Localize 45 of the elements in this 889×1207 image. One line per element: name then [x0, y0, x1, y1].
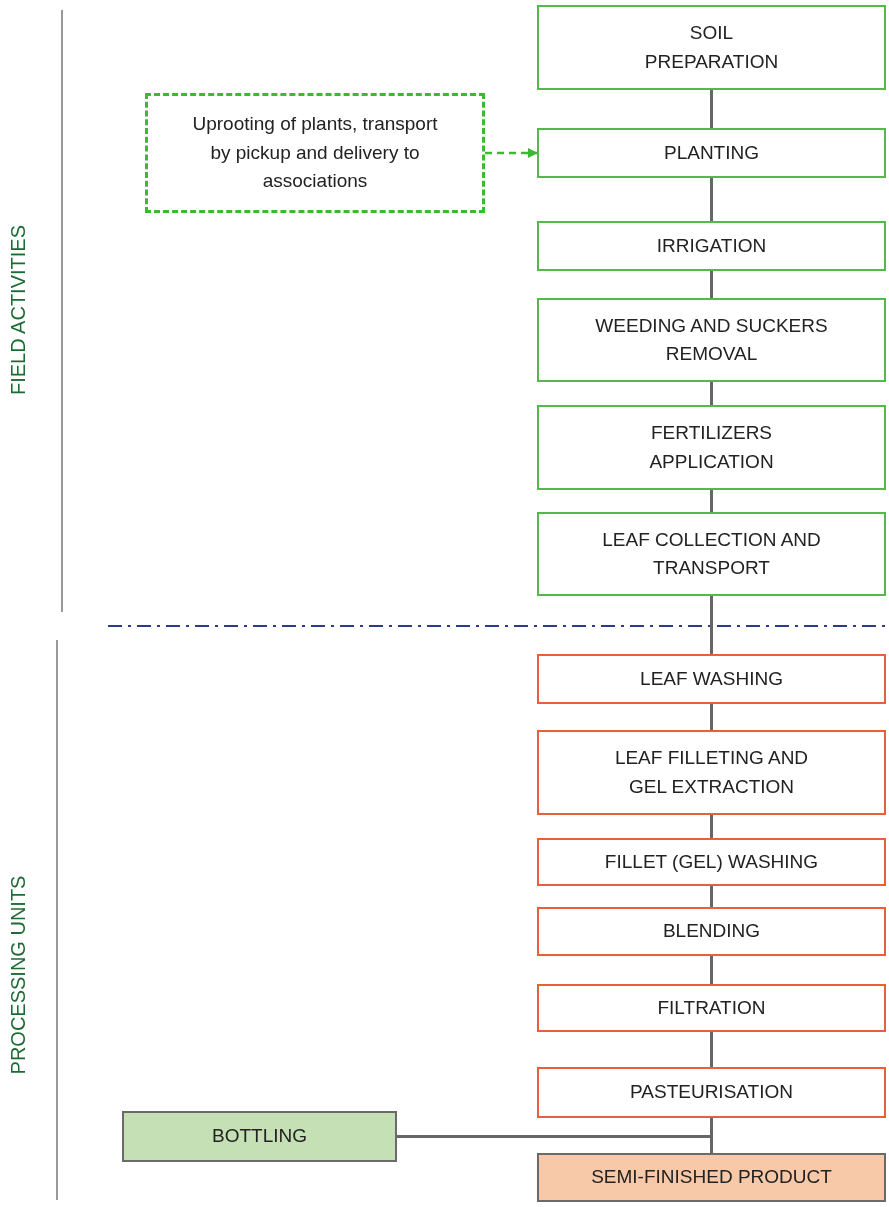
process-box: [537, 298, 886, 382]
process-box: [537, 1067, 886, 1118]
connector-line: [710, 382, 713, 405]
box-label: PASTEURISATION: [630, 1080, 793, 1105]
box-label: PLANTING: [664, 140, 759, 165]
connector-line: [710, 815, 713, 838]
connector-line: [710, 490, 713, 512]
connector-line: [710, 90, 713, 128]
process-box: [537, 5, 886, 90]
box-label: FERTILIZERS APPLICATION: [648, 421, 775, 474]
process-box: [537, 907, 886, 956]
connector-line: [710, 956, 713, 984]
process-box: [122, 1111, 397, 1162]
process-box: [537, 654, 886, 704]
box-label: BOTTLING: [212, 1124, 307, 1149]
process-box: [537, 1153, 886, 1202]
section-label: FIELD ACTIVITIES: [6, 225, 30, 395]
box-label: LEAF WASHING: [640, 666, 783, 691]
box-label: SOIL PREPARATION: [643, 21, 780, 74]
process-box: [537, 221, 886, 271]
box-label: FILTRATION: [657, 995, 766, 1020]
box-label: LEAF COLLECTION AND TRANSPORT: [601, 527, 822, 580]
connector-line: [710, 1032, 713, 1067]
connector-line: [710, 886, 713, 907]
arrow: [485, 148, 538, 158]
box-label: FILLET (GEL) WASHING: [604, 849, 819, 874]
process-box: [537, 838, 886, 886]
box-label: IRRIGATION: [656, 233, 767, 258]
process-box: [537, 984, 886, 1032]
box-label: Uprooting of plants, transport by pickup and delivery to associations: [191, 112, 439, 194]
process-box: [537, 405, 886, 490]
process-box: [537, 512, 886, 596]
connector-line: [710, 1118, 713, 1153]
box-label: LEAF FILLETING AND GEL EXTRACTION: [613, 746, 810, 799]
process-box: [537, 128, 886, 178]
note-box: [145, 93, 485, 213]
connector-line: [710, 596, 713, 654]
connector-line: [710, 178, 713, 221]
connector-line: [710, 704, 713, 730]
section-label: PROCESSING UNITS: [6, 875, 30, 1075]
box-label: WEEDING AND SUCKERS REMOVAL: [594, 313, 829, 366]
box-label: BLENDING: [662, 919, 761, 944]
box-label: SEMI-FINISHED PRODUCT: [591, 1165, 832, 1190]
process-box: [537, 730, 886, 815]
connector-line: [710, 271, 713, 298]
